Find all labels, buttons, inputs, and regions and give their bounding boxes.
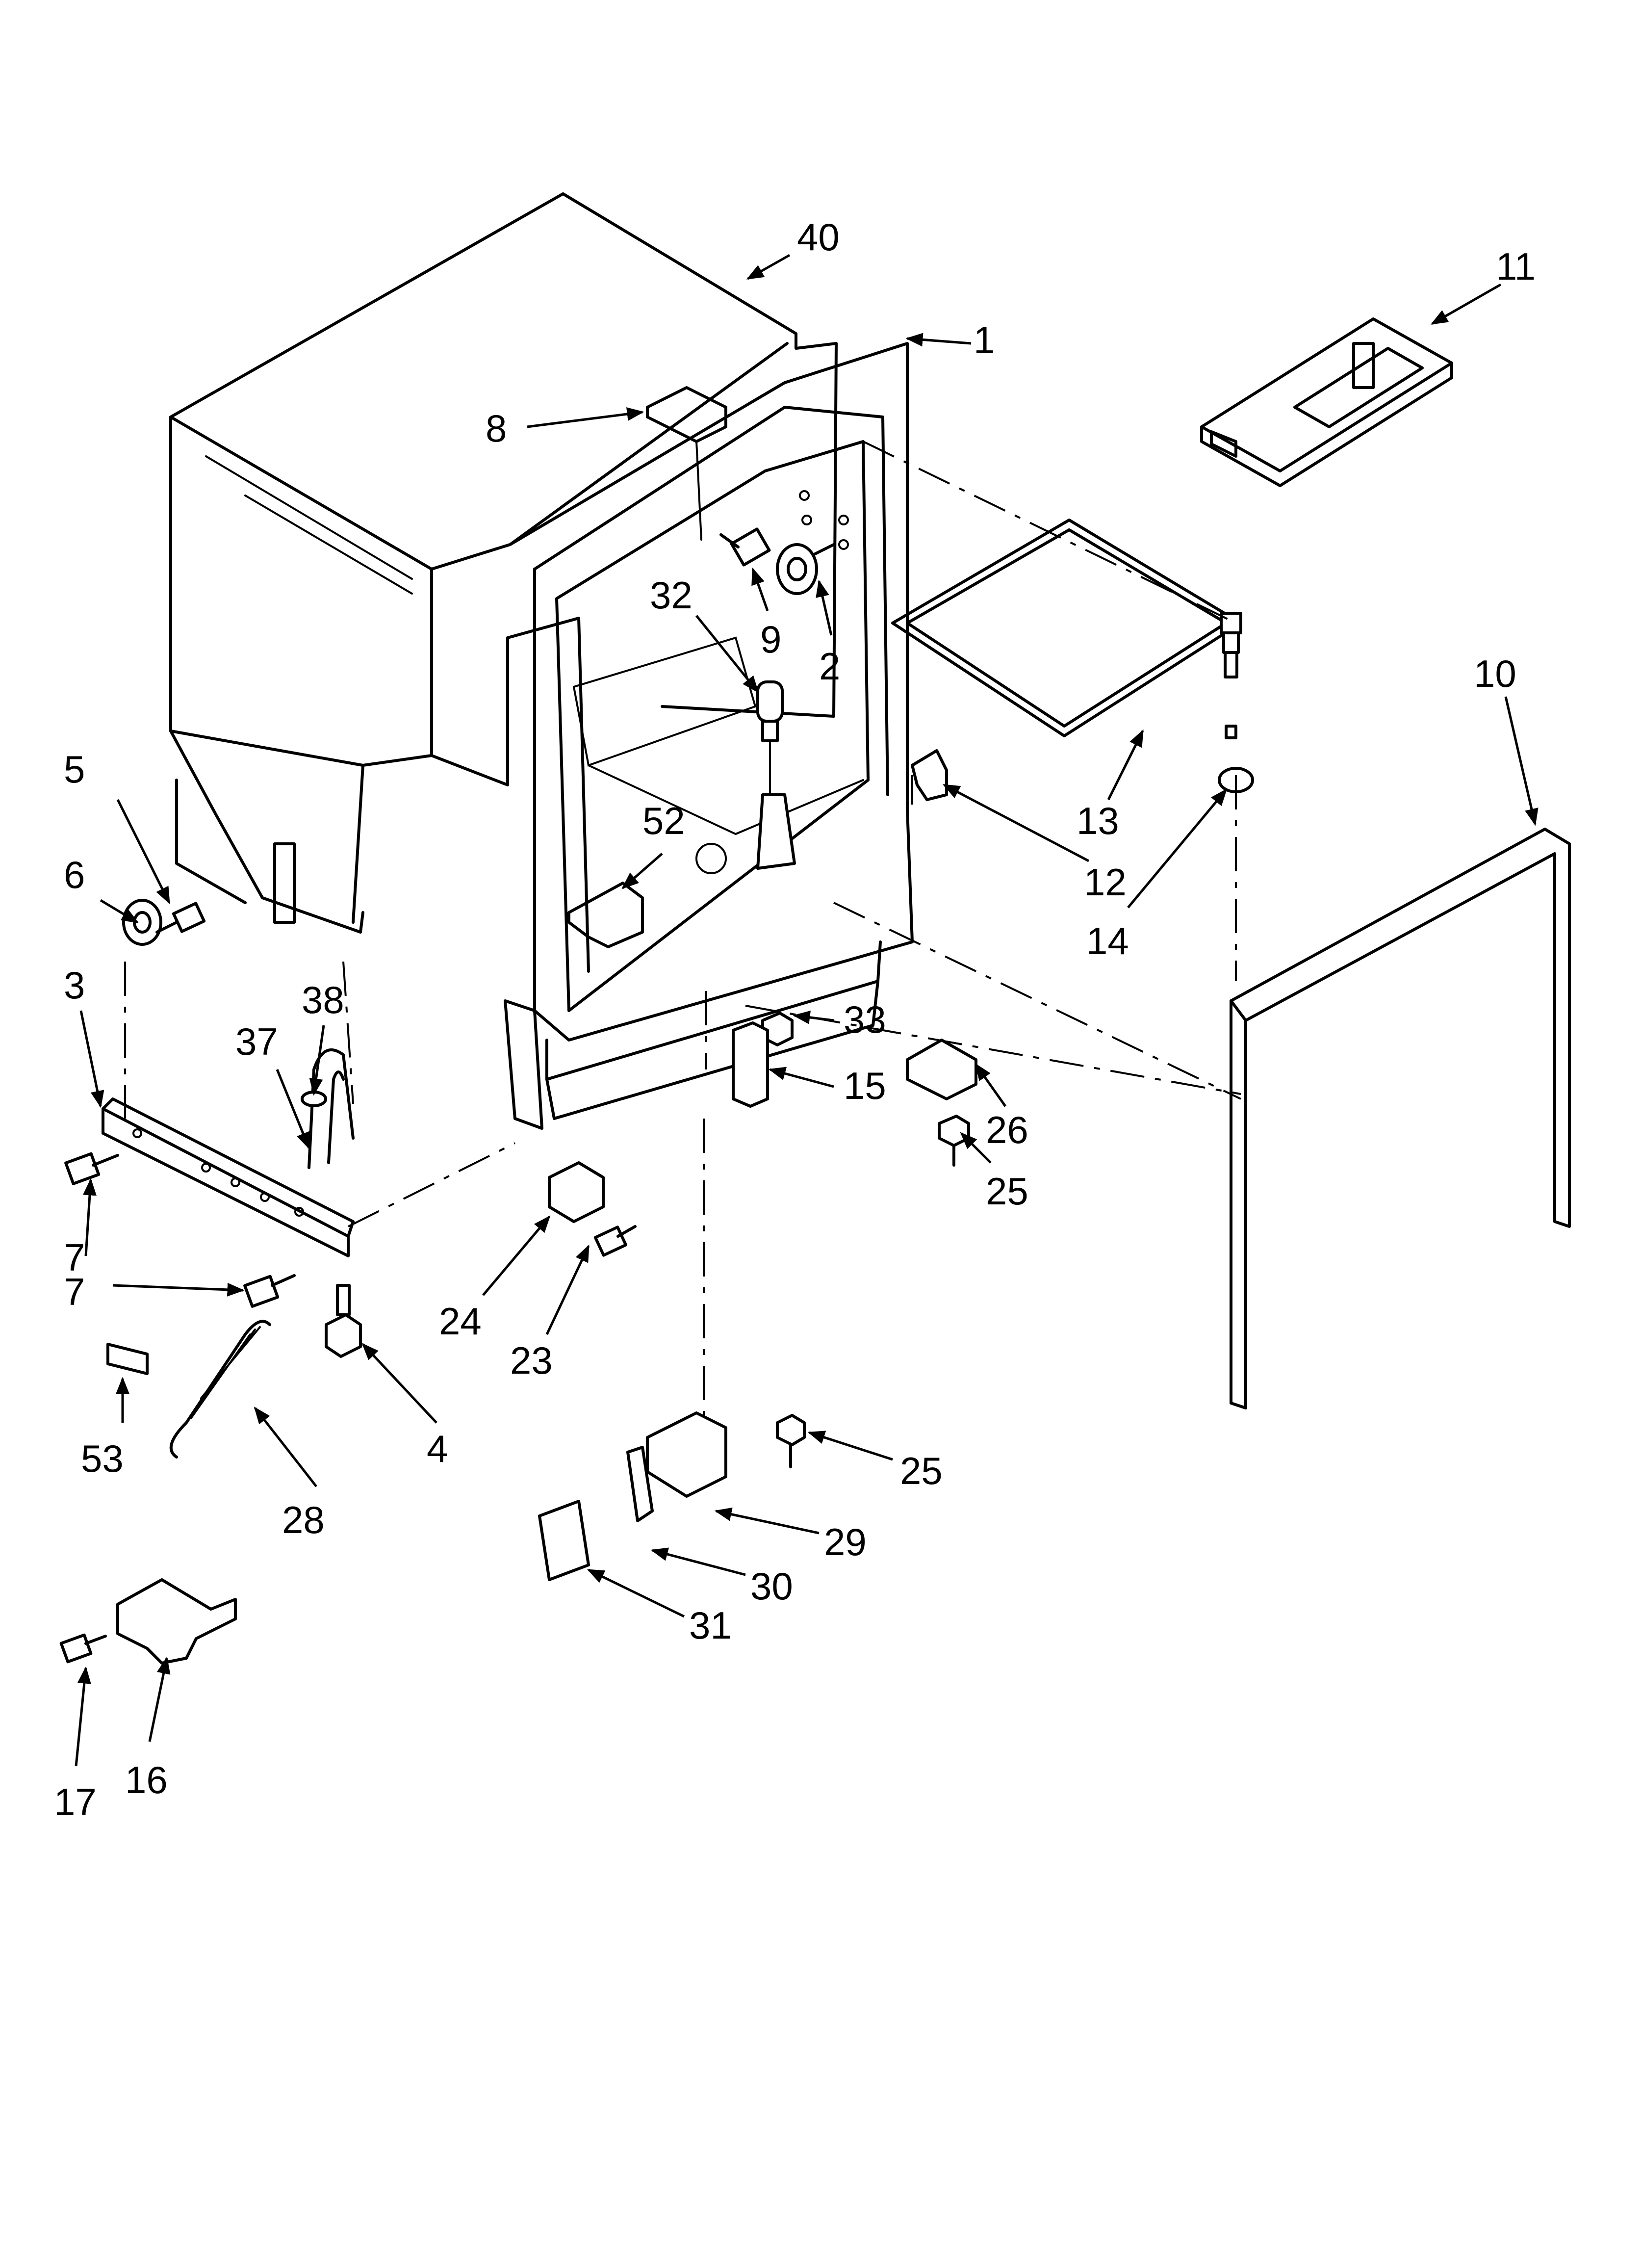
callout-11: 11 [1496, 245, 1536, 288]
screw-25-upper [938, 1115, 970, 1167]
callout-23: 23 [510, 1339, 553, 1382]
callout-25-lower: 25 [900, 1449, 943, 1492]
toe-bracket [102, 1097, 355, 1257]
callout-32: 32 [650, 574, 693, 617]
tub-bracket [567, 882, 644, 948]
screw-25-lower [776, 1414, 806, 1468]
callout-8: 8 [486, 407, 507, 450]
callout-17: 17 [54, 1780, 97, 1824]
top-bracket [646, 386, 727, 443]
callout-31: 31 [689, 1604, 732, 1647]
callout-29: 29 [824, 1520, 867, 1564]
leader-lines [75, 254, 1539, 1767]
callout-24: 24 [439, 1300, 482, 1343]
callout-4: 4 [427, 1427, 448, 1470]
float [756, 680, 796, 870]
latch-lever-30 [626, 1446, 654, 1522]
valve-16 [116, 1578, 237, 1665]
cover-31 [538, 1500, 590, 1581]
callout-labels: 40 1 11 8 9 2 32 10 13 12 14 5 6 52 3 38… [54, 215, 1536, 1824]
latch-base-29 [646, 1411, 727, 1498]
drain-hose [301, 1048, 355, 1169]
screw-7-upper [64, 1152, 119, 1185]
callout-1: 1 [974, 318, 995, 362]
mounting-screw [719, 527, 771, 567]
callout-3: 3 [64, 964, 85, 1007]
callout-5: 5 [64, 748, 85, 791]
callout-26: 26 [986, 1108, 1028, 1151]
callout-33: 33 [844, 998, 886, 1041]
callout-9: 9 [760, 618, 781, 661]
vent-knob [776, 543, 835, 595]
callout-53: 53 [81, 1437, 124, 1480]
callout-7-lower: 7 [64, 1270, 85, 1313]
screw-5 [155, 902, 206, 934]
standoff-15 [732, 1021, 769, 1108]
tub-front-frame [504, 342, 914, 1130]
callout-25-upper: 25 [986, 1170, 1028, 1213]
tag-53 [106, 1343, 149, 1375]
gasket-clip [911, 749, 948, 801]
control-housing [1200, 317, 1453, 487]
screw-7-lower [243, 1274, 296, 1308]
leveling-leg [325, 1284, 362, 1358]
callout-52: 52 [642, 799, 685, 842]
callout-13: 13 [1077, 799, 1119, 842]
screw-23 [593, 1225, 637, 1257]
callout-30: 30 [750, 1564, 793, 1608]
callout-16: 16 [125, 1758, 168, 1801]
screw-17 [59, 1633, 107, 1664]
hinge-24 [548, 1161, 605, 1223]
callout-40: 40 [797, 215, 840, 259]
tub-enclosure [169, 192, 838, 973]
callout-7-upper: 7 [64, 1236, 85, 1279]
callout-10: 10 [1474, 652, 1516, 695]
spring-28 [169, 1320, 271, 1459]
callout-15: 15 [844, 1064, 886, 1107]
latch-26 [906, 1039, 977, 1100]
frame-rail [1230, 828, 1571, 1409]
callout-14: 14 [1086, 919, 1129, 963]
callout-38: 38 [302, 978, 344, 1021]
grommet [122, 899, 162, 946]
callout-28: 28 [282, 1498, 325, 1541]
callout-2: 2 [819, 645, 840, 688]
callout-37: 37 [235, 1020, 278, 1063]
callout-12: 12 [1084, 860, 1127, 904]
door-gasket [891, 519, 1242, 739]
callout-6: 6 [64, 853, 85, 896]
